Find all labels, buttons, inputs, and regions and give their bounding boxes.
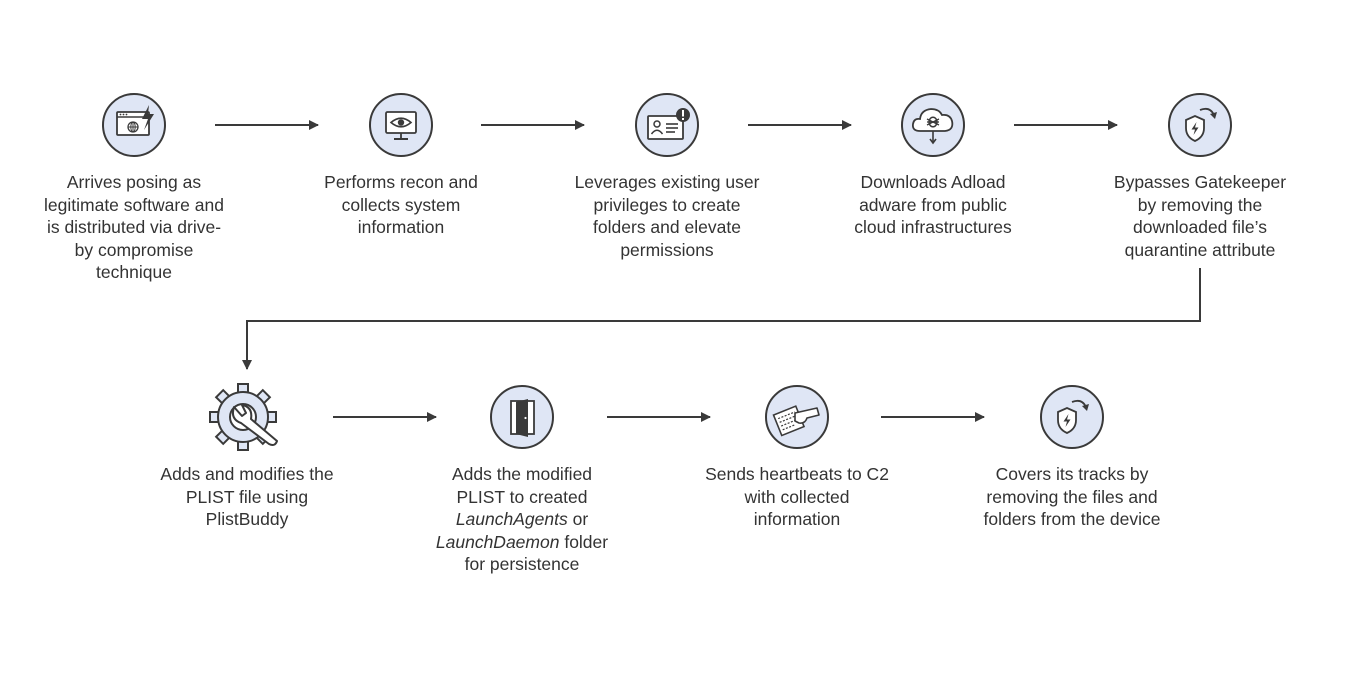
gear-wrench-icon [209,383,278,451]
browser-lightning-icon [116,105,154,136]
step-4-icon-circle [901,93,965,157]
id-card-alert-icon [647,108,690,140]
step-8-label: Sends heartbeats to C2 with collected in… [705,464,889,529]
step-5-icon-circle [1168,93,1232,157]
step-1-icon-circle [102,93,166,157]
step-3-label: Leverages existing user privileges to cr… [574,172,760,260]
step-1-label: Arrives posing as legitimate software an… [44,172,224,282]
monitor-eye-icon [385,111,417,140]
step-7-label: Adds the modified PLIST to created Launc… [427,463,617,576]
step-7-text-launchdaemon: LaunchDaemon [435,531,560,552]
step-7-text-or: or [572,509,589,529]
step-7-text-a: Adds the modified PLIST to created [451,464,593,507]
cloud-bug-download-icon [911,108,954,145]
shield-refresh-icon [1185,107,1217,142]
step-6-label: Adds and modifies the PLIST file using P… [160,464,334,529]
card-to-hand-icon [772,405,820,437]
shield-refresh-icon [1057,399,1089,434]
step-9-icon-circle [1040,385,1104,449]
step-7-text-e: folder for persistence [464,531,609,575]
step-4-label: Downloads Adload adware from public clou… [854,172,1012,237]
arrow-5-6 [242,268,1201,370]
step-9-label: Covers its tracks by removing the files … [983,464,1161,529]
step-6-icon [209,383,287,453]
step-2-icon-circle [369,93,433,157]
step-7-icon-circle [490,385,554,449]
step-8-icon-circle [765,385,829,449]
step-5-label: Bypasses Gatekeeper by removing the down… [1113,172,1287,260]
step-7-text-launchagents: LaunchAgents [455,509,568,529]
step-3-icon-circle [635,93,699,157]
step-2-label: Performs recon and collects system infor… [324,172,478,237]
open-door-icon [510,399,535,437]
